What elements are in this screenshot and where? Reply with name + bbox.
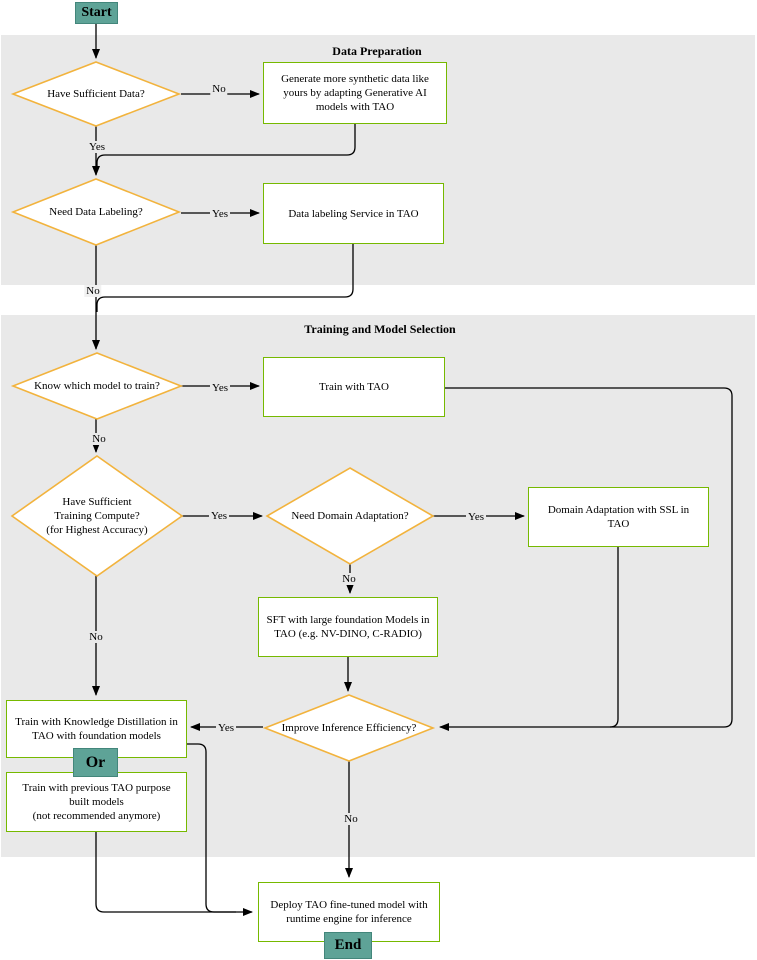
edge-label-d2-yes: Yes xyxy=(209,208,231,220)
process-previous-tao-models: Train with previous TAO purpose built mo… xyxy=(6,772,187,832)
edge-label-d5-yes: Yes xyxy=(465,511,487,523)
edge-label-d1-yes: Yes xyxy=(86,141,108,153)
edge-label-d5-no: No xyxy=(340,573,358,585)
edge-label-d3-yes: Yes xyxy=(209,382,231,394)
decision-label-know-which-model: Know which model to train? xyxy=(34,380,160,392)
edge-label-d1-no: No xyxy=(210,83,228,95)
decision-label-improve-inference-efficiency: Improve Inference Efficiency? xyxy=(281,722,417,734)
process-generate-synthetic-data: Generate more synthetic data like yours … xyxy=(263,62,447,124)
section-title-data-preparation: Data Preparation xyxy=(332,44,422,58)
edge-label-d3-no: No xyxy=(90,433,108,445)
or-node: Or xyxy=(73,748,118,777)
end-node: End xyxy=(324,932,372,959)
process-data-labeling-service: Data labeling Service in TAO xyxy=(263,183,444,244)
edge-label-d4-no: No xyxy=(87,631,105,643)
process-domain-adaptation-ssl: Domain Adaptation with SSL in TAO xyxy=(528,487,709,547)
edge-label-d6-no: No xyxy=(342,813,360,825)
edge-label-d2-no: No xyxy=(84,285,102,297)
section-title-training-model-selection: Training and Model Selection xyxy=(304,322,456,336)
decision-label-have-sufficient-data: Have Sufficient Data? xyxy=(47,88,145,100)
edge-label-d4-yes: Yes xyxy=(208,510,230,522)
edge-label-d6-yes: Yes xyxy=(215,722,237,734)
process-train-with-tao: Train with TAO xyxy=(263,357,445,417)
decision-label-need-data-labeling: Need Data Labeling? xyxy=(49,206,143,218)
start-node: Start xyxy=(75,2,118,24)
decision-label-sufficient-training-compute: Have Sufficient Training Compute? (for H… xyxy=(46,496,148,536)
decision-label-need-domain-adaptation: Need Domain Adaptation? xyxy=(291,510,409,522)
process-sft-foundation-models: SFT with large foundation Models in TAO … xyxy=(258,597,438,657)
